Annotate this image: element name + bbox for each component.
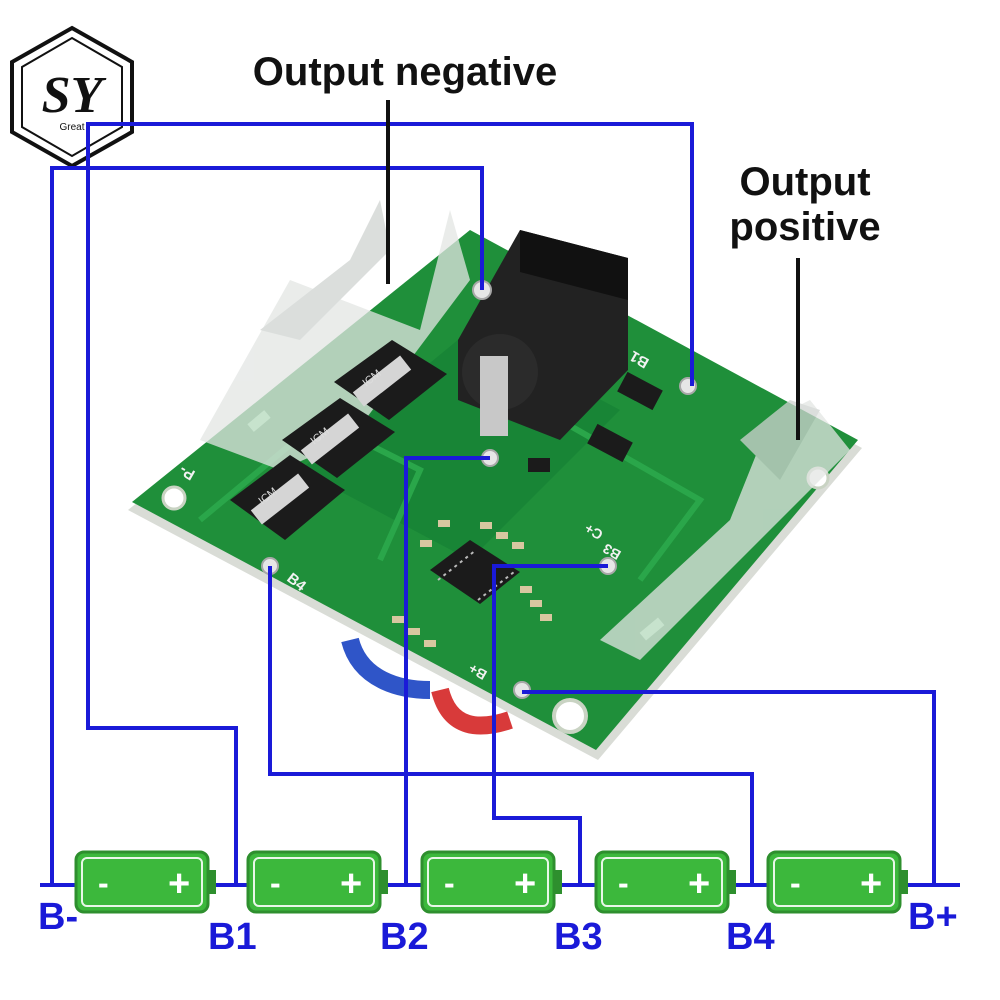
blue-lead xyxy=(341,637,431,699)
solder-pads xyxy=(261,280,697,699)
node-label-b-minus: B- xyxy=(38,896,79,938)
pad-label-p-minus: P- xyxy=(177,461,198,483)
node-label-b4: B4 xyxy=(726,916,775,958)
diode-1 xyxy=(617,371,663,411)
logo-monogram: SY xyxy=(42,67,107,124)
battery-cell-4: - + xyxy=(594,850,736,914)
node-label-b3: B3 xyxy=(554,916,603,958)
cell-1-minus: - xyxy=(98,865,109,901)
red-lead xyxy=(431,687,513,735)
cell-2-minus: - xyxy=(270,865,281,901)
dc-jack xyxy=(458,230,628,440)
cell-3-minus: - xyxy=(444,865,455,901)
wire-output-negative xyxy=(50,166,484,885)
cell-1-plus: + xyxy=(168,863,190,905)
cell-5-minus: - xyxy=(790,865,801,901)
node-label-b2: B2 xyxy=(380,916,429,958)
label-output-positive: Output positive xyxy=(729,160,881,249)
mosfet-2: ICM xyxy=(282,398,395,478)
brand-logo: SY Great xyxy=(10,25,134,169)
output-negative-terminal xyxy=(200,200,470,470)
diode-2 xyxy=(587,423,633,463)
node-label-b-plus: B+ xyxy=(908,896,958,938)
pad-label-b-plus: B+ xyxy=(466,660,490,683)
battery-cell-3: - + xyxy=(420,850,562,914)
label-output-negative: Output negative xyxy=(252,50,558,94)
wire-b2 xyxy=(404,456,490,885)
wire-b3 xyxy=(492,564,608,885)
battery-cell-2: - + xyxy=(246,850,388,914)
cell-5-plus: + xyxy=(860,863,882,905)
mosfet-3: ICM xyxy=(334,340,447,420)
battery-cell-1: - + xyxy=(74,850,216,914)
node-label-b1: B1 xyxy=(208,916,257,958)
mosfet-1: ICM xyxy=(230,455,345,540)
cell-2-plus: + xyxy=(340,863,362,905)
battery-cell-5: - + xyxy=(766,850,908,914)
cell-3-plus: + xyxy=(514,863,536,905)
cell-4-plus: + xyxy=(688,863,710,905)
cell-4-minus: - xyxy=(618,865,629,901)
wire-b-plus xyxy=(522,690,936,885)
logo-tagline: Great xyxy=(59,122,84,133)
wire-b1 xyxy=(86,122,694,885)
smd-components xyxy=(392,520,552,647)
pcb-board: ICM ICM ICM xyxy=(128,200,862,760)
transistor xyxy=(528,458,550,472)
pad-label-c-plus: C+ xyxy=(582,520,606,543)
wire-b4 xyxy=(268,566,754,885)
